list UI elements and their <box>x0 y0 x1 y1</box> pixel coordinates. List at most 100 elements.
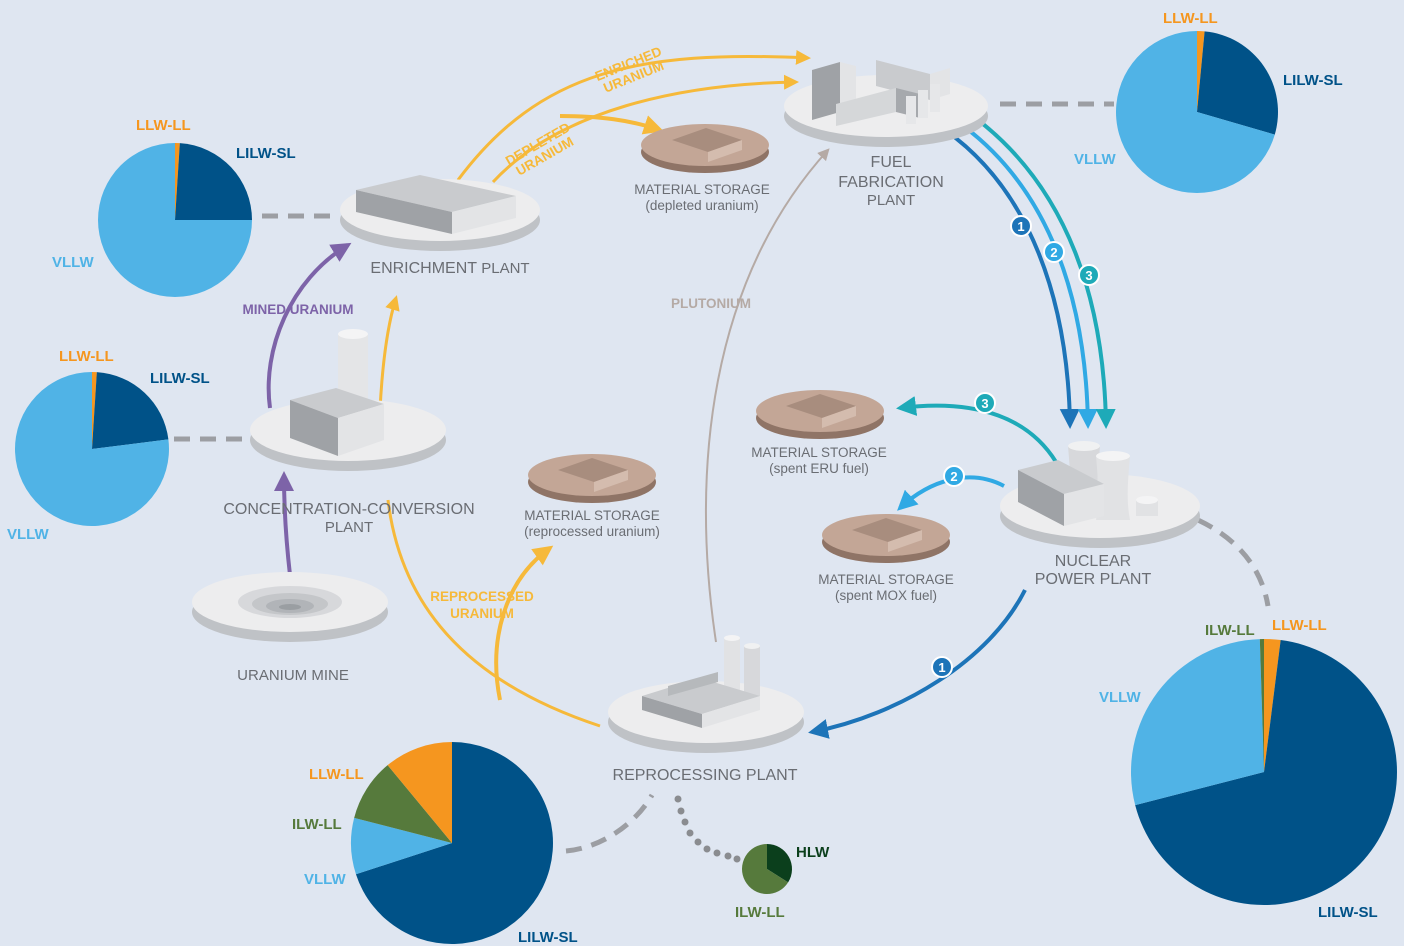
svg-text:2: 2 <box>950 469 957 484</box>
pie-slice-lilw-sl <box>355 742 553 945</box>
pie-slice-lilw-sl <box>92 372 169 449</box>
reprocessing-llw-ll-label: LLW-LL <box>309 766 364 783</box>
enrichment-vllw-label: VLLW <box>52 254 95 271</box>
storage-eru-label-2: (spent ERU fuel) <box>769 461 869 476</box>
storage-depleted-uranium <box>641 124 769 173</box>
nuclear-ilw-ll-label: ILW-LL <box>1205 622 1255 639</box>
reprocessing-to-conversion-line <box>386 499 601 728</box>
connector-nuclear-power <box>1196 517 1271 607</box>
storage-spent-mox-fuel <box>822 514 950 563</box>
pie-slice-vllw <box>1131 639 1264 806</box>
route-2-storage-badge: 2 <box>943 465 965 487</box>
svg-text:3: 3 <box>981 396 988 411</box>
storage-spent-eru-fuel <box>756 390 884 439</box>
pie-reprocessing <box>350 742 553 945</box>
nuclear-label-line-2: POWER PLANT <box>1035 571 1152 588</box>
route-3-storage-badge: 3 <box>974 392 996 414</box>
enrichment-plant-label: ENRICHMENT PLANT <box>370 260 529 277</box>
pie-reprocessing-hlw <box>742 844 793 894</box>
pie-slice-lilw-sl <box>1197 31 1278 135</box>
plutonium-arrow <box>704 148 830 643</box>
pie-concentration <box>14 372 169 526</box>
reprocessing-plant <box>608 635 804 753</box>
pie-slice-llw-ll <box>92 372 97 449</box>
storage-mox-label-1: MATERIAL STORAGE <box>818 572 954 587</box>
uranium-mine <box>192 572 388 642</box>
route-1-reprocessing-arrow <box>808 589 1027 739</box>
pie-slice-vllw <box>350 817 452 875</box>
pie-enrichment <box>98 143 252 297</box>
storage-reprocessed-label-1: MATERIAL STORAGE <box>524 508 660 523</box>
fuel-fabrication-plant <box>784 60 988 147</box>
nuclear-vllw-label: VLLW <box>1099 689 1142 706</box>
uranium-mine-label: URANIUM MINE <box>237 667 349 684</box>
storage-reprocessed-uranium <box>528 454 656 503</box>
route-3-fabrication-arrow <box>976 118 1116 429</box>
route-number-badges: 1 2 3 3 2 1 <box>931 215 1100 678</box>
storage-eru-label-1: MATERIAL STORAGE <box>751 445 887 460</box>
concentration-label-line-2: PLANT <box>325 519 373 536</box>
storage-depleted-label-2: (depleted uranium) <box>645 198 758 213</box>
concentration-vllw-label: VLLW <box>7 526 50 543</box>
pie-nuclear-power <box>1131 639 1398 906</box>
svg-text:2: 2 <box>1050 245 1057 260</box>
fuel-label-line-2: FABRICATION <box>838 174 944 191</box>
fabrication-vllw-label: VLLW <box>1074 151 1117 168</box>
pie-slice-llw-ll <box>1197 31 1205 112</box>
storage-mox-label-2: (spent MOX fuel) <box>835 588 937 603</box>
pie-slice-llw-ll <box>387 742 452 843</box>
storage-depleted-label-1: MATERIAL STORAGE <box>634 182 770 197</box>
conversion-to-enrichment-arrow <box>378 295 400 411</box>
pie-slice-lilw-sl <box>1135 640 1398 906</box>
route-2-badge: 2 <box>1043 241 1065 263</box>
enrichment-plant <box>340 175 540 251</box>
storage-labels: MATERIAL STORAGE (depleted uranium) MATE… <box>524 182 954 603</box>
svg-text:1: 1 <box>1017 219 1024 234</box>
nuclear-label-line-1: NUCLEAR <box>1055 553 1131 570</box>
route-3-storage-arrow <box>896 396 1058 464</box>
pie-slice-llw-ll <box>1264 639 1281 772</box>
pie-slice-vllw <box>98 143 252 297</box>
svg-text:1: 1 <box>938 660 945 675</box>
nuclear-power-plant <box>1000 441 1200 548</box>
reprocessing-lilw-sl-label: LILW-SL <box>518 929 578 946</box>
pie-slice-llw-ll <box>175 143 180 220</box>
pie-slice-lilw-sl <box>175 143 252 220</box>
nuclear-lilw-sl-label: LILW-SL <box>1318 904 1378 921</box>
reprocessed-uranium-label-1: REPROCESSED <box>430 589 534 604</box>
storage-reprocessed-label-2: (reprocessed uranium) <box>524 524 660 539</box>
route-1-fabrication-arrow <box>943 128 1080 429</box>
reprocessing-plant-label: REPROCESSING PLANT <box>613 767 798 784</box>
fabrication-lilw-sl-label: LILW-SL <box>1283 72 1343 89</box>
pie-fuel-fabrication <box>1115 30 1278 194</box>
fabrication-llw-ll-label: LLW-LL <box>1163 10 1218 27</box>
reprocessed-uranium-label-2: URANIUM <box>450 606 514 621</box>
pie-slice-vllw <box>14 372 169 526</box>
pie-slice-ilw-ll <box>354 765 452 843</box>
mined-uranium-label: MINED URANIUM <box>243 302 354 317</box>
mined-uranium-arrow <box>266 242 352 409</box>
pie-slice-hlw <box>767 844 793 883</box>
depleted-uranium-label: DEPLETED URANIUM <box>503 119 576 178</box>
reprocessing-vllw-label: VLLW <box>304 871 347 888</box>
reprocessed-uranium-arrow <box>494 545 554 701</box>
concentration-label-line-1: CONCENTRATION-CONVERSION <box>223 501 474 518</box>
concentration-conversion-plant <box>250 329 446 471</box>
hlw-label: HLW <box>796 844 830 861</box>
pie-slice-ilw-ll <box>742 844 789 894</box>
enriched-uranium-arrow <box>456 49 811 181</box>
nuclear-llw-ll-label: LLW-LL <box>1272 617 1327 634</box>
depleted-to-fabrication-arrow <box>491 74 799 184</box>
concentration-lilw-sl-label: LILW-SL <box>150 370 210 387</box>
pie-labels: LLW-LL LILW-SL VLLW LLW-LL LILW-SL VLLW … <box>7 10 1378 946</box>
svg-text:3: 3 <box>1085 268 1092 283</box>
mine-to-conversion-arrow <box>274 471 295 576</box>
route-3-badge: 3 <box>1078 264 1100 286</box>
route-1-reprocessing-badge: 1 <box>931 656 953 678</box>
enrichment-llw-ll-label: LLW-LL <box>136 117 191 134</box>
depleted-storage-arrow <box>559 114 664 135</box>
route-1-badge: 1 <box>1010 215 1032 237</box>
pie-slice-ilw-ll <box>1259 639 1264 772</box>
